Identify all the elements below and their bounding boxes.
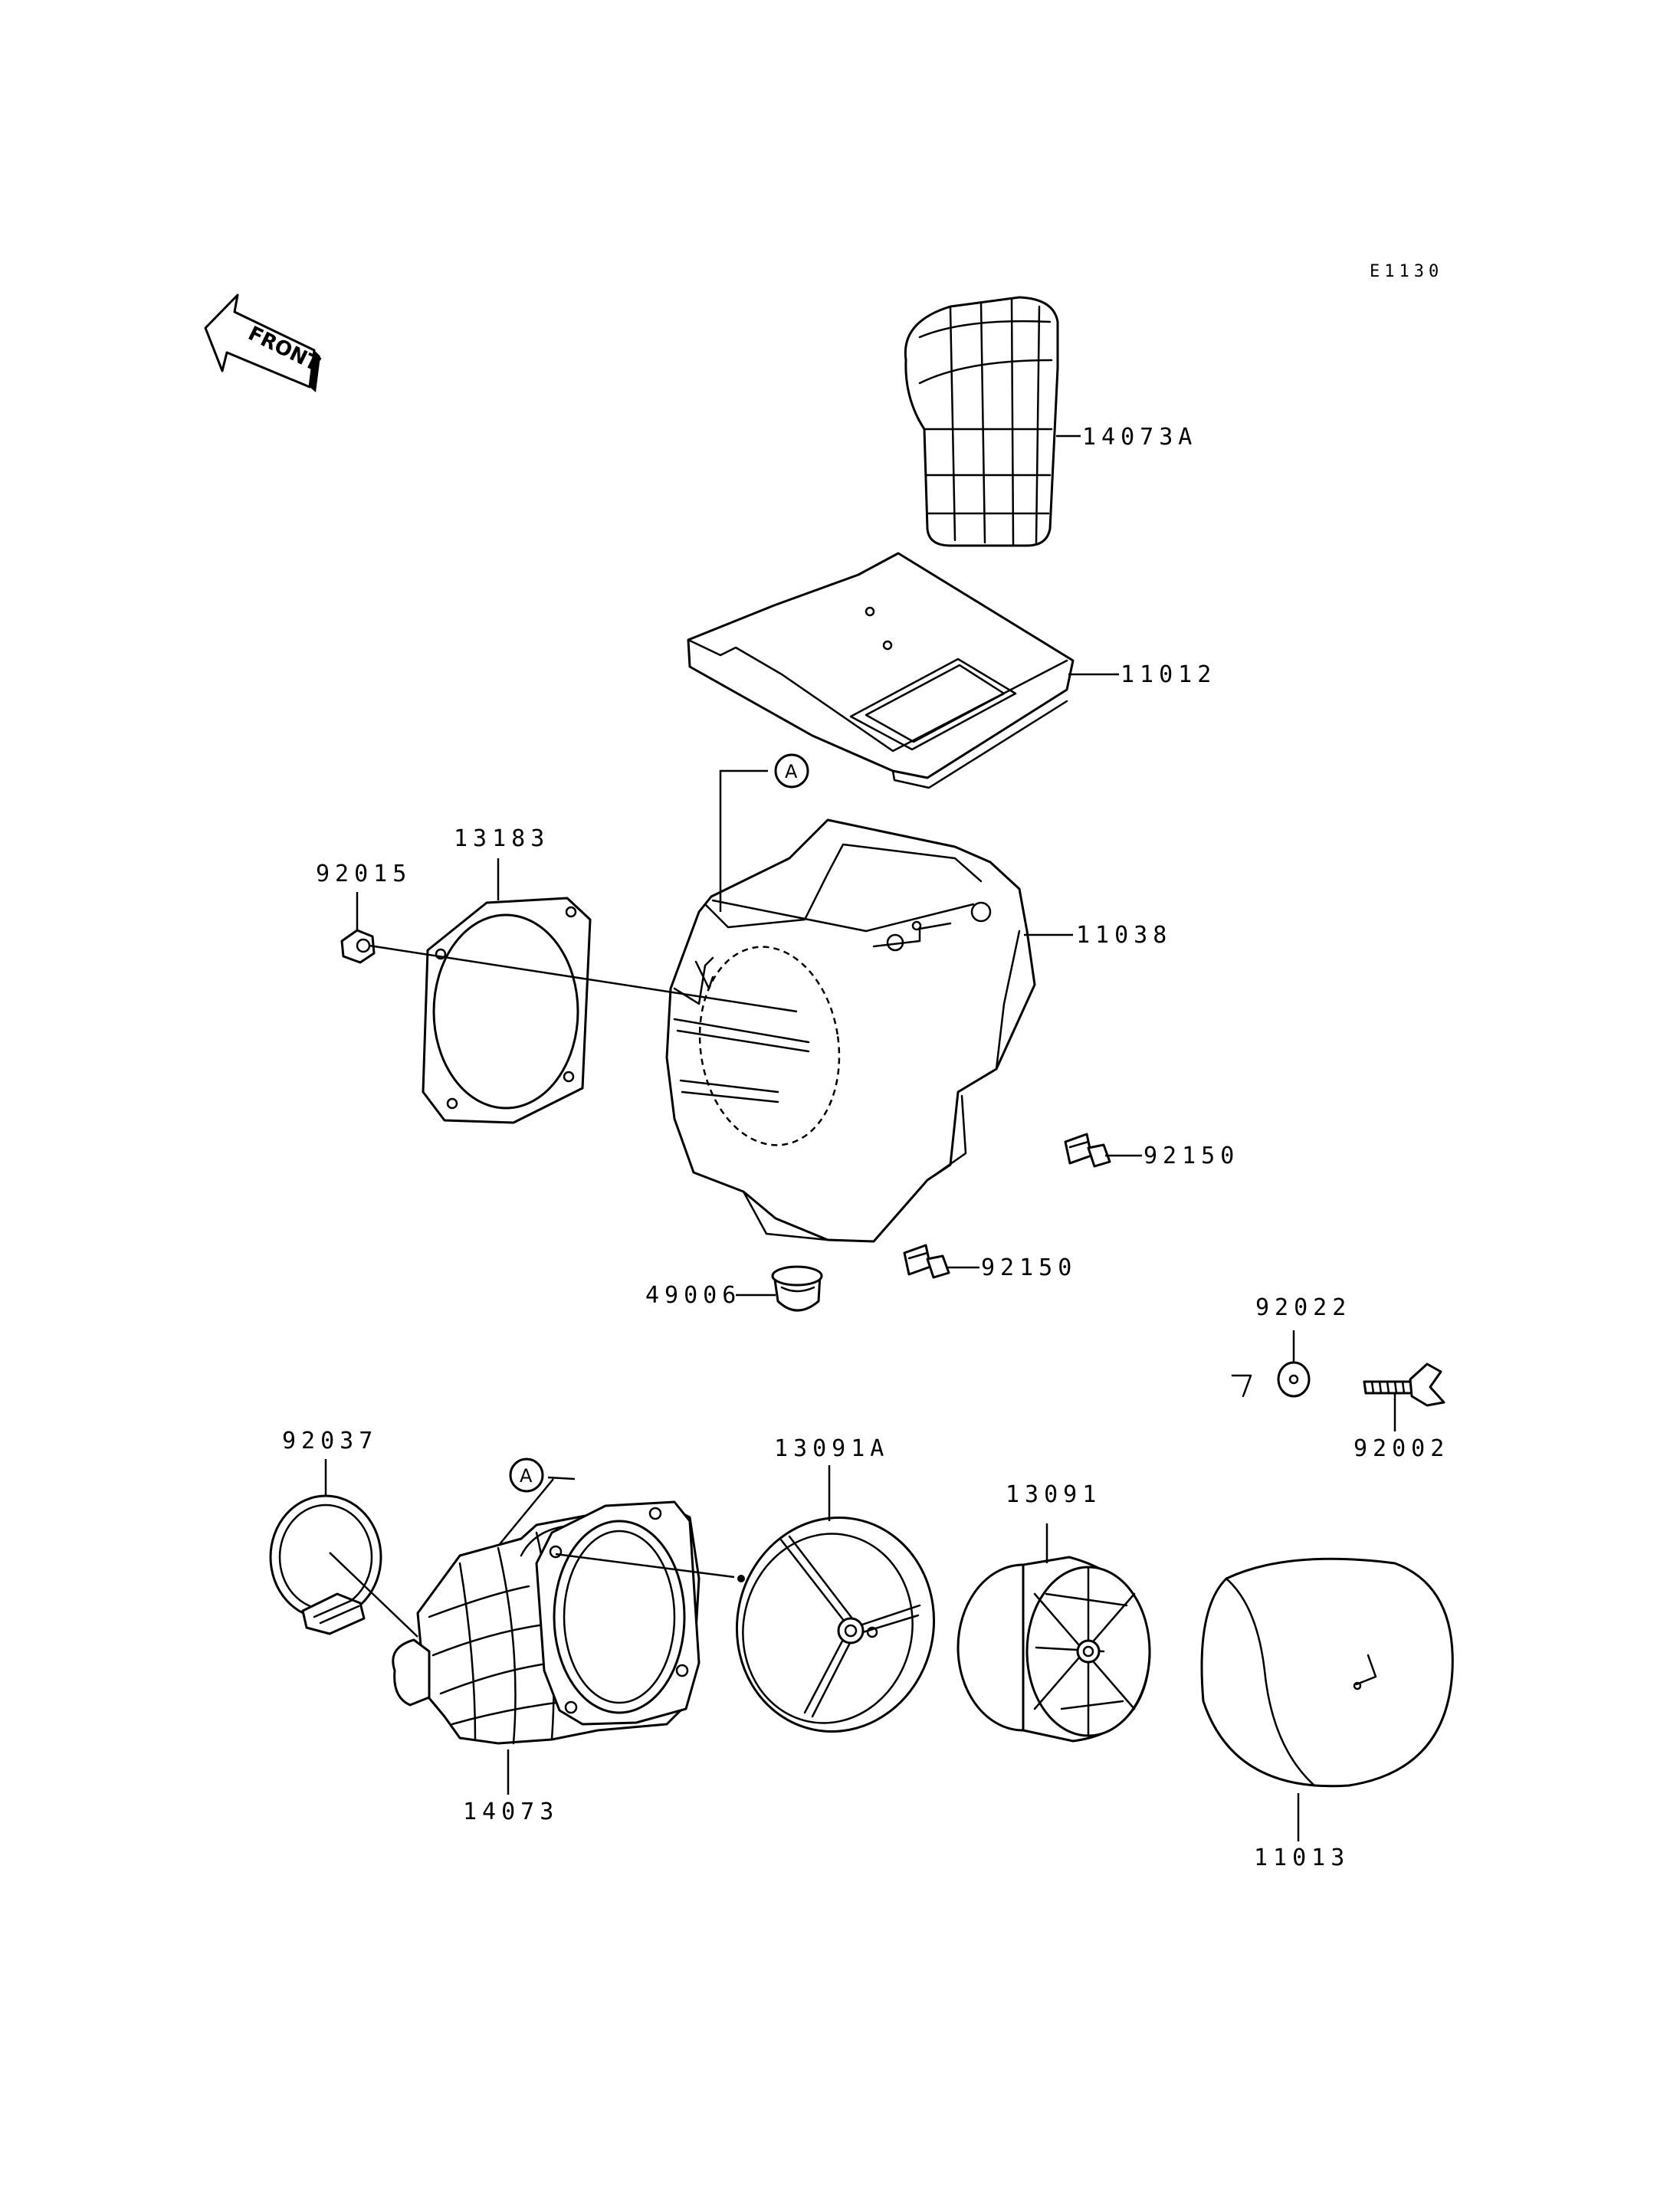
air-box-cover-drawing — [687, 552, 1075, 789]
part-label-14073A: 14073A — [1082, 424, 1197, 451]
filter-element-11013-drawing — [1200, 1557, 1454, 1788]
washer-92022-drawing — [1231, 1361, 1311, 1398]
part-label-13183: 13183 — [454, 825, 550, 852]
front-arrow-icon: FRONT — [204, 293, 323, 392]
callout-a-top: A — [774, 753, 809, 789]
part-label-92015: 92015 — [316, 861, 412, 887]
callout-a-bottom: A — [509, 1458, 544, 1493]
callout-a-bottom-letter: A — [520, 1465, 533, 1487]
bolt-92150-lower-drawing — [903, 1244, 950, 1279]
part-label-92022: 92022 — [1255, 1294, 1351, 1321]
part-label-11038: 11038 — [1076, 922, 1172, 949]
gasket-ring-drawing — [422, 897, 592, 1124]
part-label-14073: 14073 — [463, 1799, 559, 1825]
part-label-49006: 49006 — [645, 1282, 741, 1309]
filter-holder-13091A-drawing — [735, 1516, 936, 1733]
diagram-code: E1130 — [1370, 262, 1443, 281]
bolt-92150-upper-drawing — [1064, 1133, 1111, 1168]
part-label-11013: 11013 — [1254, 1844, 1350, 1871]
callout-a-top-letter: A — [785, 761, 798, 782]
part-label-92150-lower: 92150 — [981, 1254, 1077, 1281]
filter-cage-13091-drawing — [956, 1556, 1151, 1743]
part-label-11012: 11012 — [1121, 661, 1216, 688]
part-label-92002: 92002 — [1354, 1435, 1449, 1462]
part-label-92150-upper: 92150 — [1144, 1143, 1239, 1169]
hose-clamp-92037-drawing — [269, 1494, 382, 1635]
nut-92015-drawing — [340, 929, 798, 1013]
leader-lines — [324, 434, 1396, 1841]
part-label-13091: 13091 — [1006, 1481, 1101, 1508]
intake-duct-upper-drawing — [904, 296, 1059, 547]
wing-bolt-92002-drawing — [1363, 1362, 1445, 1407]
air-box-housing-drawing — [665, 818, 1036, 1243]
part-label-13091A: 13091A — [774, 1435, 889, 1462]
intake-duct-lower-drawing — [392, 1500, 735, 1745]
part-label-92037: 92037 — [282, 1428, 378, 1454]
cap-49006-drawing — [771, 1265, 823, 1312]
